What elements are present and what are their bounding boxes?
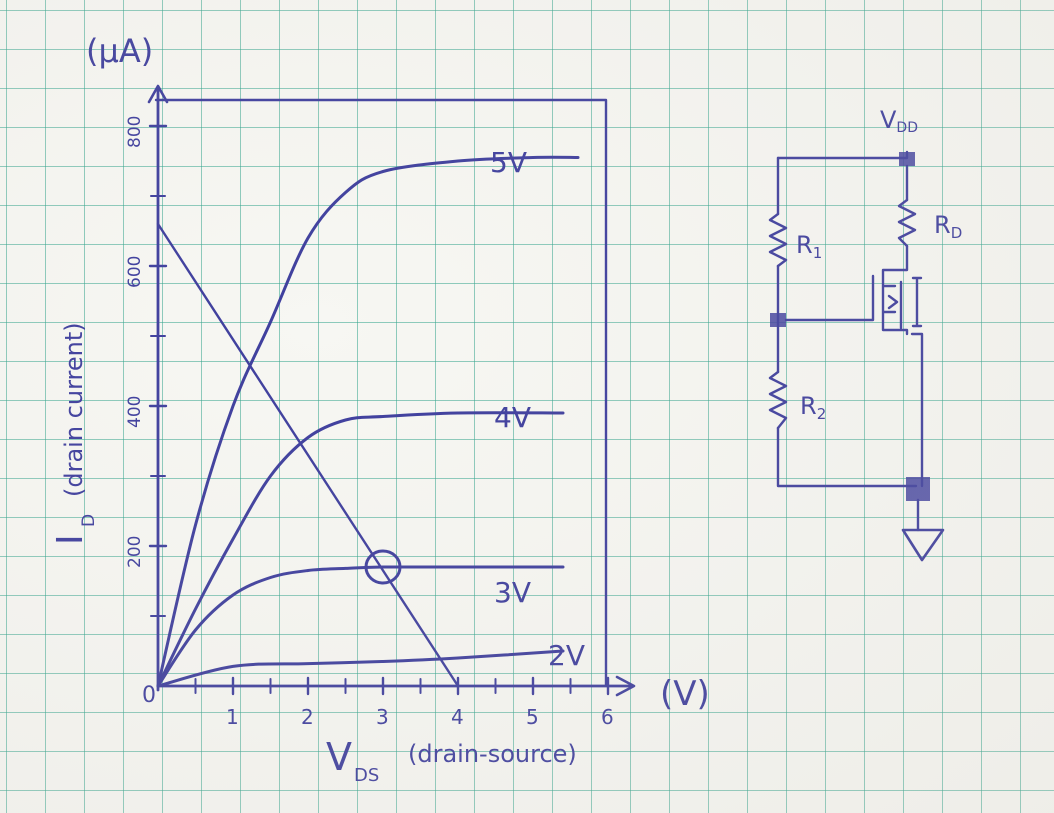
load-line: [156, 222, 460, 688]
x-unit-label: (V): [660, 674, 710, 714]
right-wire-bottom: [910, 332, 924, 488]
curve-label-4V: 4V: [494, 401, 531, 434]
ground-node: [906, 477, 930, 501]
r1-label: R1: [796, 231, 822, 262]
curve-vgs-3V: [156, 565, 565, 688]
top-rail-wire: [776, 150, 909, 160]
mosfet-body-terminal: [911, 276, 923, 328]
curve-vgs-2V: [156, 649, 565, 688]
x-axis-title-note: (drain-source): [408, 740, 577, 768]
x-tick-label: 6: [601, 705, 614, 729]
y-ticks: 200 400 600 800: [125, 116, 168, 617]
origin-label: 0: [142, 683, 156, 708]
vdd-label: VDD: [880, 106, 918, 136]
x-tick-label: 1: [226, 705, 239, 729]
r1-resistor: [768, 212, 788, 268]
x-axis-title: V DS (drain-source): [326, 735, 577, 786]
rd-label: RD: [934, 211, 962, 242]
y-axis-title: I D (drain current): [50, 322, 99, 545]
y-tick-label: 800: [125, 116, 145, 148]
curve-vgs-4V: [156, 411, 565, 688]
gate-node: [770, 313, 786, 327]
x-tick-label: 4: [451, 705, 464, 729]
operating-point-circle: [364, 549, 402, 585]
x-axis-arrow: [615, 675, 636, 697]
r2-resistor: [768, 370, 788, 430]
y-tick-label: 200: [125, 536, 145, 568]
x-tick-label: 5: [526, 705, 539, 729]
y-tick-label: 600: [125, 256, 145, 288]
rd-resistor: [897, 198, 917, 248]
x-ticks: 1 2 3 4 5 6: [194, 676, 614, 729]
curve-label-3V: 3V: [494, 576, 531, 609]
ground-symbol: [901, 528, 945, 562]
mosfet-symbol: [881, 244, 909, 336]
x-axis-title-sub: DS: [354, 765, 379, 786]
y-axis-title-note: (drain current): [60, 322, 88, 497]
chart-frame: [154, 98, 608, 687]
x-tick-label: 2: [301, 705, 314, 729]
y-axis-title-sub: D: [79, 514, 99, 527]
gate-wire: [784, 274, 875, 322]
r2-label: R2: [800, 392, 826, 423]
vdd-node: [899, 152, 915, 166]
y-axis-arrow: [147, 84, 169, 104]
curve-vgs-5V: [156, 155, 580, 688]
curves: 5V 4V 3V 2V: [156, 146, 585, 688]
x-tick-label: 3: [376, 705, 389, 729]
left-wire-bottom: [776, 426, 918, 488]
y-tick-label: 400: [125, 396, 145, 428]
common-source-amplifier-circuit: VDD R1 R2 RD: [768, 106, 962, 562]
curve-label-5V: 5V: [490, 146, 527, 179]
y-unit-label: (μA): [86, 32, 153, 70]
curve-label-2V: 2V: [548, 639, 585, 672]
mosfet-characteristic-chart: 1 2 3 4 5 6 200 400 600 800 5V 4V 3V 2V 0 (μA) I D …: [50, 32, 710, 786]
x-axis-title-main: V: [326, 735, 352, 779]
y-axis-title-main: I: [50, 534, 91, 545]
